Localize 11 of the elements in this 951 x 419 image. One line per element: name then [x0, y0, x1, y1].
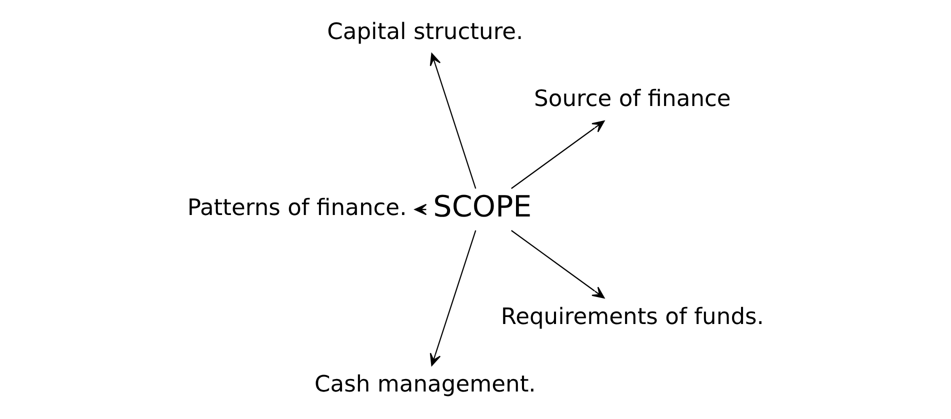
- node-text: Requirements of funds.: [500, 304, 764, 330]
- arrow: [414, 204, 427, 216]
- arrow: [511, 120, 605, 189]
- node-text: Capital structure.: [327, 18, 524, 45]
- arrow: [430, 52, 476, 189]
- arrow: [511, 230, 605, 298]
- node-text: SCOPE: [433, 190, 532, 224]
- node-text: Patterns of finance.: [187, 195, 407, 222]
- arrow: [430, 230, 476, 366]
- node-text: Source of finance: [534, 86, 731, 112]
- node-text: Cash management.: [314, 371, 536, 398]
